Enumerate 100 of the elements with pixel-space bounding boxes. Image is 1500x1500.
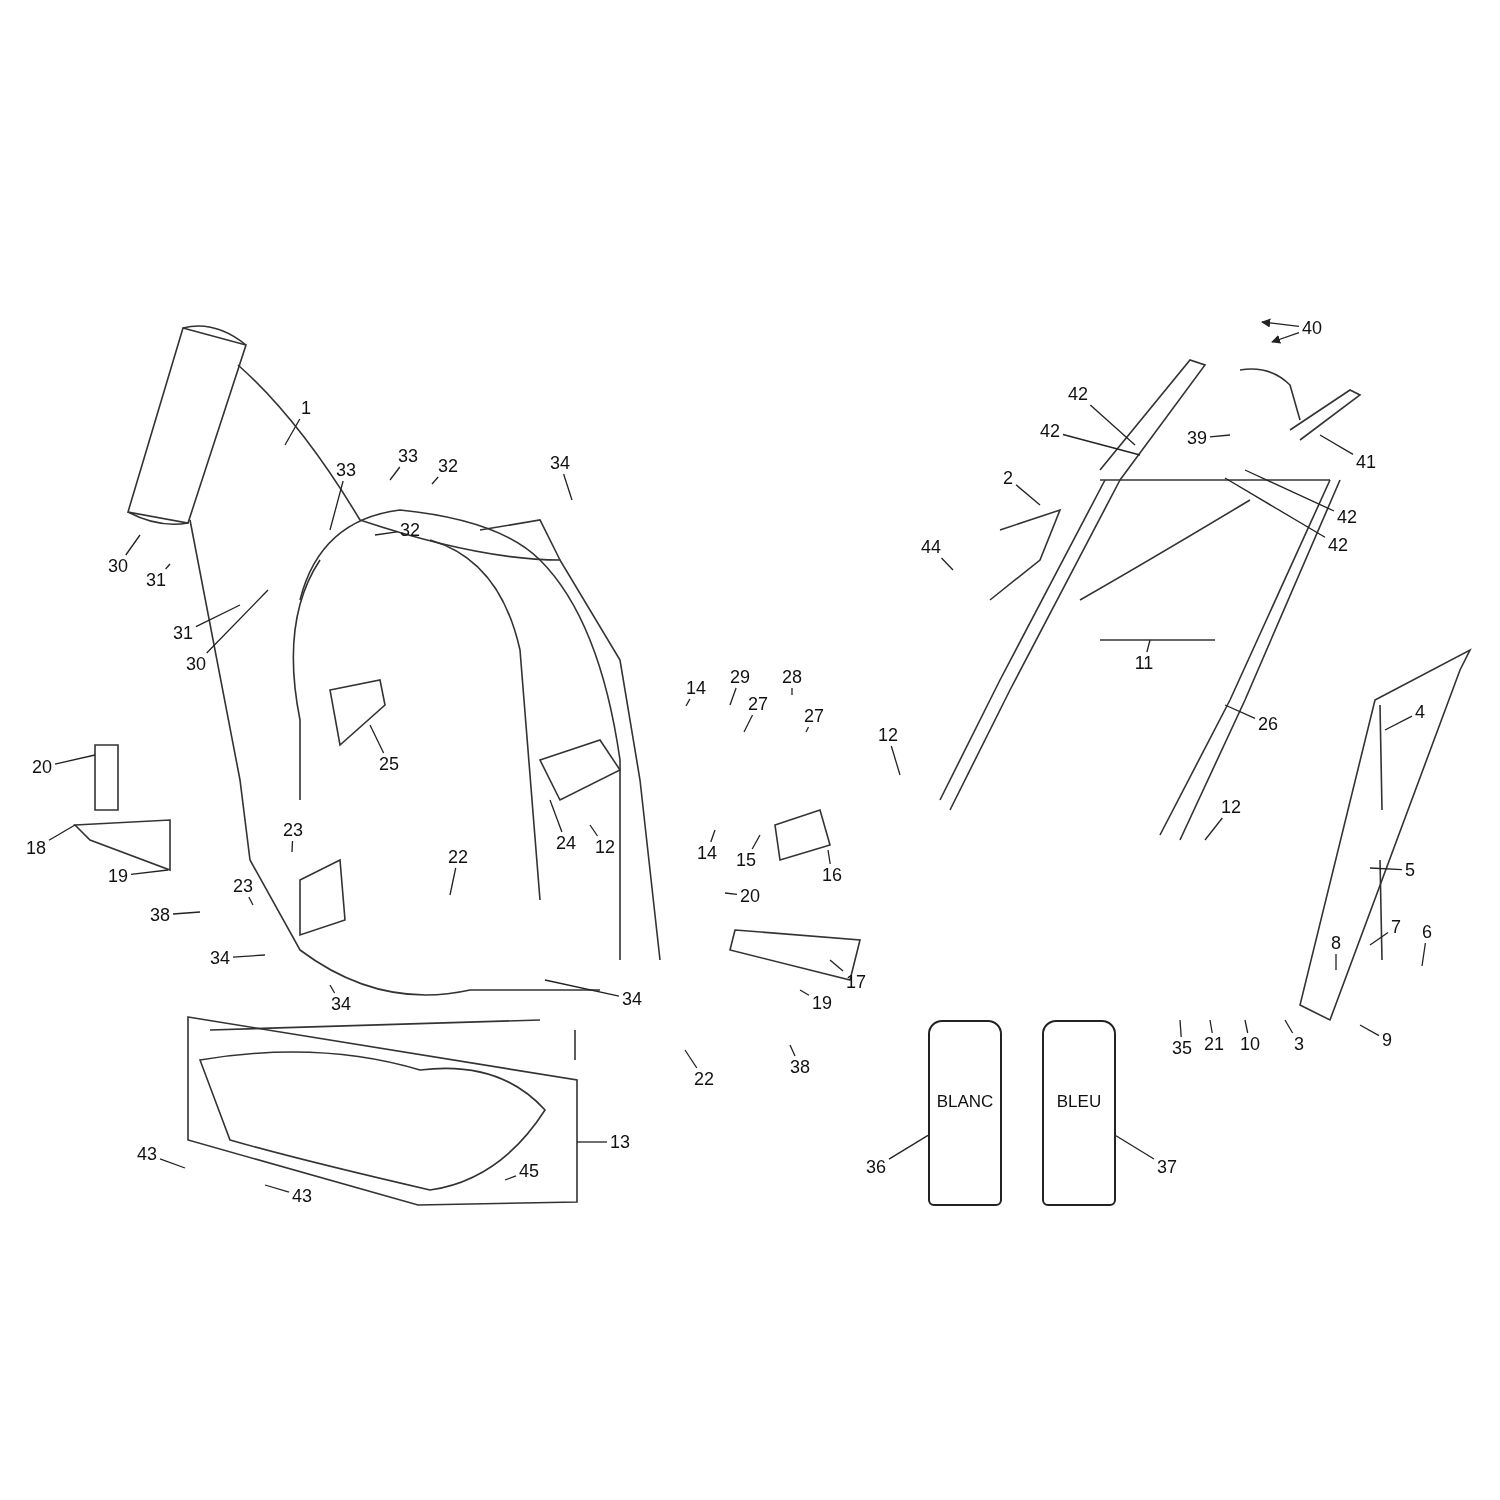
callout-number: 22 [448, 847, 468, 867]
callout-number: 7 [1391, 917, 1401, 937]
callout-number: 1 [301, 398, 311, 418]
leader-line [729, 687, 737, 706]
leader-line [449, 867, 457, 896]
callout-number: 26 [1258, 714, 1278, 734]
leader-line [48, 824, 76, 841]
spray-can [928, 1020, 1002, 1206]
callout-number: 21 [1204, 1034, 1224, 1054]
leader-line [206, 589, 269, 654]
callout-number: 3 [1294, 1034, 1304, 1054]
can-label: BLEU [1056, 1092, 1102, 1112]
callout-number: 14 [697, 843, 717, 863]
leader-line [1224, 477, 1326, 538]
callout-number: 2 [1003, 468, 1013, 488]
leader-line [248, 896, 254, 906]
leader-line [369, 724, 385, 754]
leader-line [799, 989, 810, 996]
leader-line [159, 1158, 186, 1169]
leader-line [576, 1141, 608, 1143]
callout-number: 42 [1068, 384, 1088, 404]
leader-line [164, 563, 171, 570]
leader-line [1335, 953, 1337, 971]
leader-line [54, 754, 96, 765]
leader-line [130, 869, 169, 876]
leader-line [751, 834, 761, 850]
leader-line [1089, 404, 1136, 446]
callout-number: 32 [438, 456, 458, 476]
callout-number: 39 [1187, 428, 1207, 448]
callout-number: 32 [400, 520, 420, 540]
callout-number: 14 [686, 678, 706, 698]
leader-line [743, 714, 754, 733]
leader-line [724, 892, 738, 896]
callout-number: 4 [1415, 702, 1425, 722]
callout-number: 44 [921, 537, 941, 557]
leader-arrow [1261, 318, 1300, 328]
leader-line [829, 959, 844, 972]
leader-line [549, 799, 563, 833]
callout-number: 22 [694, 1069, 714, 1089]
callout-number: 15 [736, 850, 756, 870]
callout-number: 12 [878, 725, 898, 745]
leader-line [284, 418, 301, 446]
callout-number: 30 [108, 556, 128, 576]
leader-line [888, 1134, 929, 1160]
leader-line [890, 745, 901, 776]
leader-line [264, 1184, 290, 1193]
callout-number: 42 [1040, 421, 1060, 441]
leader-line [805, 726, 810, 733]
leader-line [1224, 704, 1256, 719]
leader-line [195, 604, 241, 628]
callout-number: 20 [740, 886, 760, 906]
spray-can [1042, 1020, 1116, 1206]
leader-line [827, 849, 831, 865]
leader-line [232, 954, 266, 958]
callout-number: 38 [150, 905, 170, 925]
leader-line [329, 984, 336, 994]
can-label: BLANC [936, 1092, 994, 1112]
callout-number: 23 [283, 820, 303, 840]
callout-number: 5 [1405, 860, 1415, 880]
leader-line [329, 480, 344, 531]
leader-line [1359, 1024, 1380, 1037]
leader-line [125, 534, 141, 556]
leader-line [389, 466, 401, 481]
callout-number: 16 [822, 865, 842, 885]
callout-number: 10 [1240, 1034, 1260, 1054]
callout-number: 36 [866, 1157, 886, 1177]
callout-number: 42 [1337, 507, 1357, 527]
callout-number: 8 [1331, 933, 1341, 953]
callout-number: 30 [186, 654, 206, 674]
callout-number: 24 [556, 833, 576, 853]
leader-line [1369, 867, 1403, 871]
leader-line [1284, 1019, 1294, 1034]
leader-line [291, 840, 294, 853]
callout-number: 33 [398, 446, 418, 466]
callout-number: 34 [550, 453, 570, 473]
callout-number: 12 [595, 837, 615, 857]
callout-number: 6 [1422, 922, 1432, 942]
leader-line [1421, 942, 1427, 967]
leader-line [1179, 1019, 1182, 1038]
callout-number: 23 [233, 876, 253, 896]
leader-line [789, 1044, 796, 1057]
callout-number: 43 [137, 1144, 157, 1164]
leader-line [1209, 1019, 1213, 1034]
callout-number: 27 [804, 706, 824, 726]
callout-number: 9 [1382, 1030, 1392, 1050]
leader-line [685, 698, 691, 707]
callout-number: 17 [846, 972, 866, 992]
callout-number: 19 [812, 993, 832, 1013]
leader-line [544, 979, 620, 997]
callout-number: 41 [1356, 452, 1376, 472]
leader-line [172, 911, 201, 915]
leader-line [1062, 433, 1141, 456]
leader-line [562, 473, 573, 501]
leader-line [684, 1049, 698, 1069]
callout-number: 19 [108, 866, 128, 886]
leader-line [1015, 484, 1041, 506]
callout-number: 34 [331, 994, 351, 1014]
callout-number: 40 [1302, 318, 1322, 338]
leader-line [1384, 715, 1413, 731]
callout-number: 27 [748, 694, 768, 714]
